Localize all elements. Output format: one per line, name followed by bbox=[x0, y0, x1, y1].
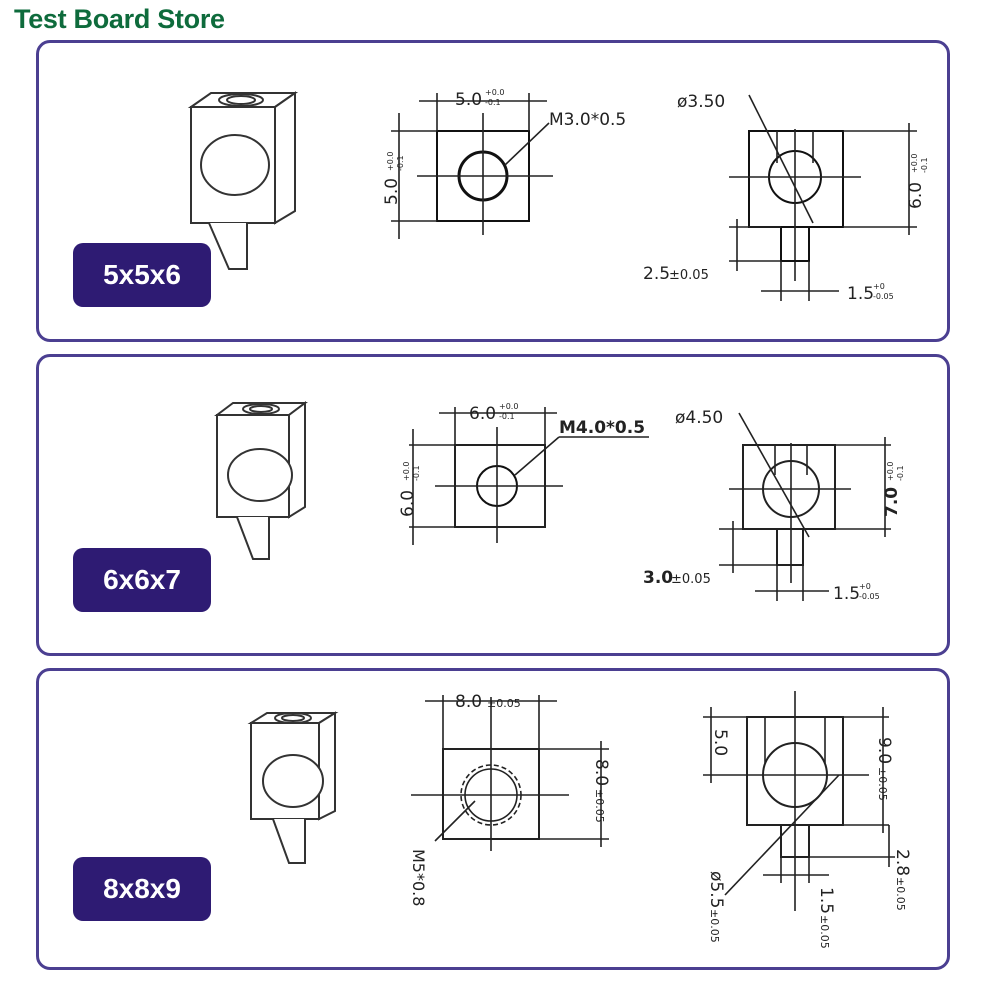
top-offset-dimension: 5.0 bbox=[710, 729, 730, 756]
side-view: ø4.50 7.0 +0.0 -0.1 3.0 ±0.05 1.5 +0 -0.… bbox=[643, 408, 905, 604]
height-tolerance-down: -0.1 bbox=[412, 465, 421, 481]
width-tolerance-up: +0.0 bbox=[499, 402, 518, 411]
thread-spec: M4.0*0.5 bbox=[559, 418, 645, 438]
top-view: 8.0 ±0.05 8.0 ±0.05 M5*0.8 bbox=[409, 692, 611, 906]
width-dimension: 8.0 bbox=[455, 692, 482, 712]
height-dimension: 9.0 bbox=[874, 737, 894, 764]
hole-diameter-tolerance: ±0.05 bbox=[708, 909, 721, 943]
pin-length-tolerance: ±0.05 bbox=[894, 877, 907, 911]
pin-length-tolerance: ±0.05 bbox=[669, 268, 709, 283]
height-tolerance-down: -0.1 bbox=[896, 465, 905, 481]
size-badge: 6x6x7 bbox=[73, 548, 211, 612]
height-dimension: 8.0 bbox=[591, 759, 611, 786]
terminal-panel-6x6x7: 6x6x7 6.0 +0.0 -0.1 6.0 bbox=[36, 354, 950, 656]
pin-length-tolerance: ±0.05 bbox=[671, 572, 711, 587]
terminal-block-illustration bbox=[187, 91, 299, 270]
side-view: ø3.50 6.0 +0.0 -0.1 2.5 ±0.05 1.5 +0 -0.… bbox=[643, 92, 929, 304]
height-tolerance-up: +0.0 bbox=[386, 152, 395, 171]
pin-width-tolerance-up: +0 bbox=[859, 582, 871, 591]
pin-width-dimension: 1.5 bbox=[833, 584, 860, 604]
drawing-canvas: 5.0 +0.0 -0.1 5.0 +0.0 -0.1 M3.0*0.5 bbox=[187, 88, 929, 304]
side-view: 5.0 9.0 ±0.05 2.8 ±0.05 1.5 ±0.05 ø5.5 ±… bbox=[703, 691, 912, 949]
width-dimension: 6.0 bbox=[469, 404, 496, 424]
terminal-panel-5x5x6: 5x5x6 5.0 +0.0 -0.1 5. bbox=[36, 40, 950, 342]
height-tolerance-down: -0.1 bbox=[920, 157, 929, 173]
top-view: 5.0 +0.0 -0.1 5.0 +0.0 -0.1 M3.0*0.5 bbox=[382, 88, 626, 239]
height-tolerance-down: -0.1 bbox=[396, 155, 405, 171]
height-tolerance-up: +0.0 bbox=[402, 462, 411, 481]
height-tolerance-up: +0.0 bbox=[886, 462, 895, 481]
pin-length-dimension: 2.5 bbox=[643, 264, 670, 284]
hole-diameter: ø3.50 bbox=[677, 92, 725, 112]
terminal-panel-8x8x9: 8x8x9 8.0 ±0.05 8.0 ±0.05 bbox=[36, 668, 950, 970]
height-dimension: 5.0 bbox=[382, 178, 402, 205]
pin-width-tolerance-up: +0 bbox=[873, 282, 885, 291]
height-dimension: 6.0 bbox=[906, 182, 926, 209]
pin-length-dimension: 3.0 bbox=[643, 568, 673, 588]
hole-diameter: ø4.50 bbox=[675, 408, 723, 428]
store-name: Test Board Store bbox=[14, 4, 225, 34]
pin-width-dimension: 1.5 bbox=[847, 284, 874, 304]
height-tolerance: ±0.05 bbox=[593, 789, 606, 823]
width-tolerance-down: -0.1 bbox=[499, 412, 515, 421]
size-badge: 8x8x9 bbox=[73, 857, 211, 921]
pin-width-dimension: 1.5 bbox=[816, 887, 836, 914]
thread-spec: M3.0*0.5 bbox=[549, 110, 626, 130]
height-tolerance-up: +0.0 bbox=[910, 154, 919, 173]
width-tolerance: ±0.05 bbox=[487, 697, 521, 710]
size-badge: 5x5x6 bbox=[73, 243, 211, 307]
thread-spec: M5*0.8 bbox=[409, 849, 428, 906]
height-dimension: 7.0 bbox=[882, 487, 902, 517]
width-tolerance-down: -0.1 bbox=[485, 98, 501, 107]
pin-width-tolerance: ±0.05 bbox=[818, 915, 831, 949]
width-tolerance-up: +0.0 bbox=[485, 88, 504, 97]
drawing-canvas: 6.0 +0.0 -0.1 6.0 +0.0 -0.1 M4.0*0.5 bbox=[214, 401, 905, 604]
pin-length-dimension: 2.8 bbox=[892, 849, 912, 876]
pin-width-tolerance-down: -0.05 bbox=[873, 292, 894, 301]
terminal-block-illustration bbox=[214, 401, 308, 560]
height-dimension: 6.0 bbox=[398, 490, 418, 517]
width-dimension: 5.0 bbox=[455, 90, 482, 110]
height-tolerance: ±0.05 bbox=[876, 767, 889, 801]
drawing-canvas: 8.0 ±0.05 8.0 ±0.05 M5*0.8 bbox=[247, 691, 912, 949]
pin-width-tolerance-down: -0.05 bbox=[859, 592, 880, 601]
top-view: 6.0 +0.0 -0.1 6.0 +0.0 -0.1 M4.0*0.5 bbox=[398, 402, 649, 545]
terminal-block-illustration bbox=[247, 711, 339, 864]
hole-diameter: ø5.5 bbox=[706, 871, 726, 908]
